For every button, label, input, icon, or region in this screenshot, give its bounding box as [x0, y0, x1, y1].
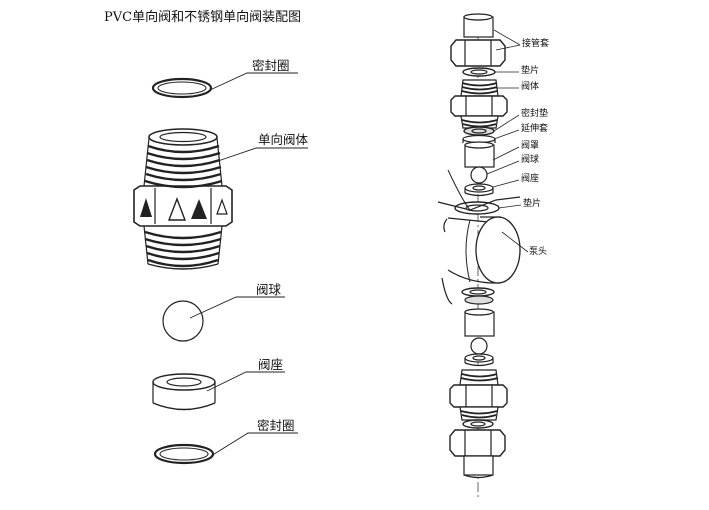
- pvc-leader-lines: [189, 72, 308, 457]
- ss-valve-body-lower: [449, 369, 508, 421]
- ss-label-gasket-bottom: 垫片: [523, 199, 542, 209]
- ss-valve-ball-lower: [470, 337, 488, 355]
- ss-pump-head: [437, 169, 521, 305]
- ss-pipe-connector-top: [450, 13, 506, 67]
- ss-pipe-connector-bottom: [449, 429, 506, 479]
- ss-gasket-top: [462, 67, 496, 77]
- pvc-seal-ring-top: [151, 77, 213, 99]
- page-title: PVC单向阀和不锈钢单向阀装配图: [104, 10, 302, 25]
- ss-gasket-lower: [461, 287, 495, 305]
- ss-label-seal-pad: 密封垫: [521, 109, 549, 119]
- pvc-label-seal-ring-top: 密封圈: [252, 58, 290, 73]
- ss-valve-seat-lower: [464, 353, 494, 367]
- ss-label-pipe-connector: 接管套: [522, 39, 550, 49]
- ss-label-valve-seat: 阀座: [521, 174, 540, 184]
- ss-valve-ball: [470, 166, 488, 184]
- ss-valve-cover-lower: [464, 308, 495, 337]
- pvc-label-seal-ring-bottom: 密封圈: [257, 418, 295, 433]
- ss-label-extension-sleeve: 延伸套: [521, 124, 549, 134]
- pvc-valve-ball: [162, 300, 204, 342]
- ss-valve-cover: [464, 141, 495, 168]
- pvc-valve-body: [133, 128, 233, 270]
- ss-label-valve-body: 阀体: [521, 82, 540, 92]
- ss-leader-lines: [486, 29, 529, 253]
- pvc-label-valve-body: 单向阀体: [258, 132, 309, 147]
- ss-label-pump-head: 泵头: [529, 247, 548, 257]
- ss-label-valve-ball: 阀球: [521, 155, 540, 165]
- pvc-label-valve-seat: 阀座: [258, 357, 284, 372]
- ss-valve-body-top: [450, 79, 508, 129]
- ss-label-valve-cover: 阀罩: [521, 141, 540, 151]
- ss-label-gasket-top: 垫片: [521, 66, 540, 76]
- pvc-label-valve-ball: 阀球: [256, 282, 282, 297]
- pvc-valve-seat: [152, 373, 216, 411]
- ss-valve-seat: [464, 183, 494, 197]
- pvc-seal-ring-bottom: [153, 443, 215, 465]
- ss-seal-pad: [463, 126, 495, 136]
- ss-gasket-lower-2: [462, 419, 494, 429]
